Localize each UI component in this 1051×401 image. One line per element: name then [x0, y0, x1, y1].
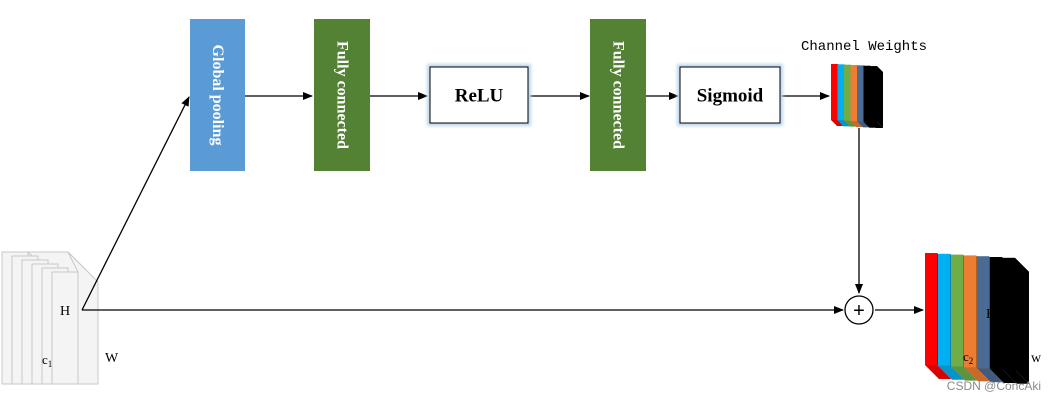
weight-bottom-6: [870, 122, 883, 129]
add-node: +: [844, 295, 874, 325]
weight-channel-0: [831, 64, 838, 120]
weight-side-6: [877, 66, 883, 129]
weight-bottom-4: [857, 121, 870, 128]
weight-bottom-2: [844, 120, 857, 127]
fully-connected-label-1: Fully connected: [334, 41, 351, 149]
input-width-label: W: [105, 351, 119, 366]
input-feature-map: H W c1: [1, 251, 119, 385]
weight-bottom-5: [863, 121, 877, 128]
global-pooling-block: Global pooling: [190, 19, 245, 171]
output-width-label: w: [1031, 351, 1042, 366]
output-channel-5: [990, 257, 1002, 369]
output-channel-6: [1003, 257, 1015, 370]
output-channel-3: [964, 255, 976, 368]
input-channel-label: c1: [42, 352, 52, 369]
relu-block: ReLU: [427, 64, 531, 126]
output-side-6: [1015, 257, 1029, 384]
fully-connected-block-2: Fully connected: [590, 19, 646, 171]
fully-connected-label-2: Fully connected: [610, 41, 627, 149]
weight-bottom-0: [831, 120, 844, 126]
add-symbol: +: [853, 300, 865, 322]
output-bottom-2: [951, 366, 977, 381]
connectors: [81, 92, 924, 314]
watermark: CSDN @ConcAki: [947, 379, 1041, 393]
weight-channel-1: [837, 64, 845, 121]
output-channel-label: c2: [963, 349, 973, 366]
weight-channel-5: [863, 65, 871, 122]
output-height-label: H: [986, 307, 996, 322]
output-bottom-4: [977, 368, 1003, 383]
weight-channel-4: [857, 65, 864, 122]
global-pooling-label: Global pooling: [209, 45, 226, 146]
output-channel-2: [951, 254, 963, 367]
output-channel-1: [938, 253, 950, 366]
weight-channel-2: [844, 64, 851, 121]
fully-connected-block-1: Fully connected: [314, 19, 370, 171]
output-feature-map: [925, 253, 1029, 384]
output-channel-4: [977, 256, 989, 369]
weight-channel-6: [870, 66, 877, 123]
weight-channel-3: [850, 65, 858, 122]
output-bottom-0: [925, 365, 951, 379]
relu-label: ReLU: [455, 86, 504, 107]
weight-bottom-1: [837, 120, 851, 127]
arrow-input-to-pooling: [81, 96, 190, 311]
output-bottom-5: [990, 369, 1016, 383]
sigmoid-label: Sigmoid: [697, 86, 764, 107]
input-height-label: H: [60, 304, 70, 319]
sigmoid-block: Sigmoid: [677, 64, 783, 126]
output-channel-0: [925, 253, 937, 365]
output-bottom-3: [964, 367, 990, 382]
output-bottom-1: [938, 365, 964, 380]
channel-weights-label: Channel Weights: [801, 39, 927, 55]
channel-weights-stack: [831, 64, 883, 129]
output-bottom-6: [1003, 369, 1029, 384]
weight-bottom-3: [850, 121, 864, 128]
